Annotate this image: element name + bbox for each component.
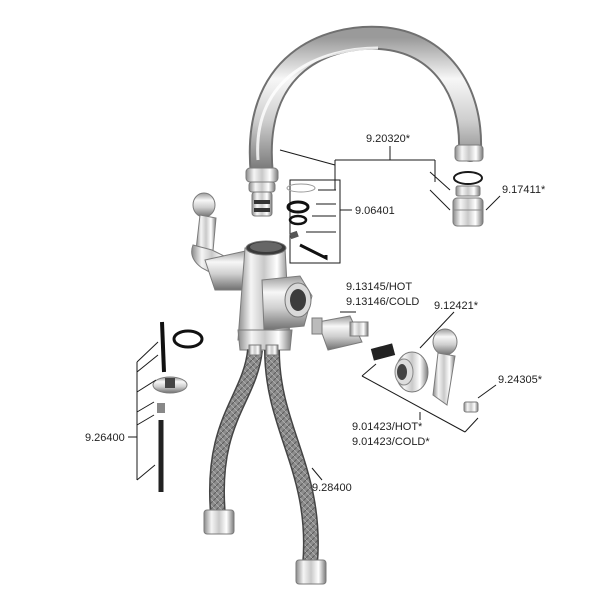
valve-parts xyxy=(311,315,479,413)
label-mounting-kit: 9.26400 xyxy=(85,432,125,444)
mounting-kit-parts xyxy=(152,321,204,492)
label-cartridge-cold: 9.13146/COLD xyxy=(346,296,419,308)
label-bonnet-hot: 9.01423/HOT* xyxy=(352,421,423,433)
label-aerator: 9.17411* xyxy=(502,184,546,196)
label-spout-assembly: 9.20320* xyxy=(366,133,411,145)
flex-hoses xyxy=(203,344,327,585)
label-lever-handle: 9.12421* xyxy=(434,300,479,312)
label-o-ring-kit: 9.06401 xyxy=(355,205,395,217)
label-cartridge-hot: 9.13145/HOT xyxy=(346,281,412,293)
o-ring-kit-box xyxy=(286,179,341,264)
spout xyxy=(245,25,484,217)
label-bonnet-cold: 9.01423/COLD* xyxy=(352,436,430,448)
faucet-body xyxy=(191,192,313,351)
label-handle-screw: 9.24305* xyxy=(498,374,543,386)
leader-lines xyxy=(128,146,501,481)
label-flex-hoses: 9.28400 xyxy=(312,482,352,494)
aerator-parts xyxy=(452,171,484,227)
